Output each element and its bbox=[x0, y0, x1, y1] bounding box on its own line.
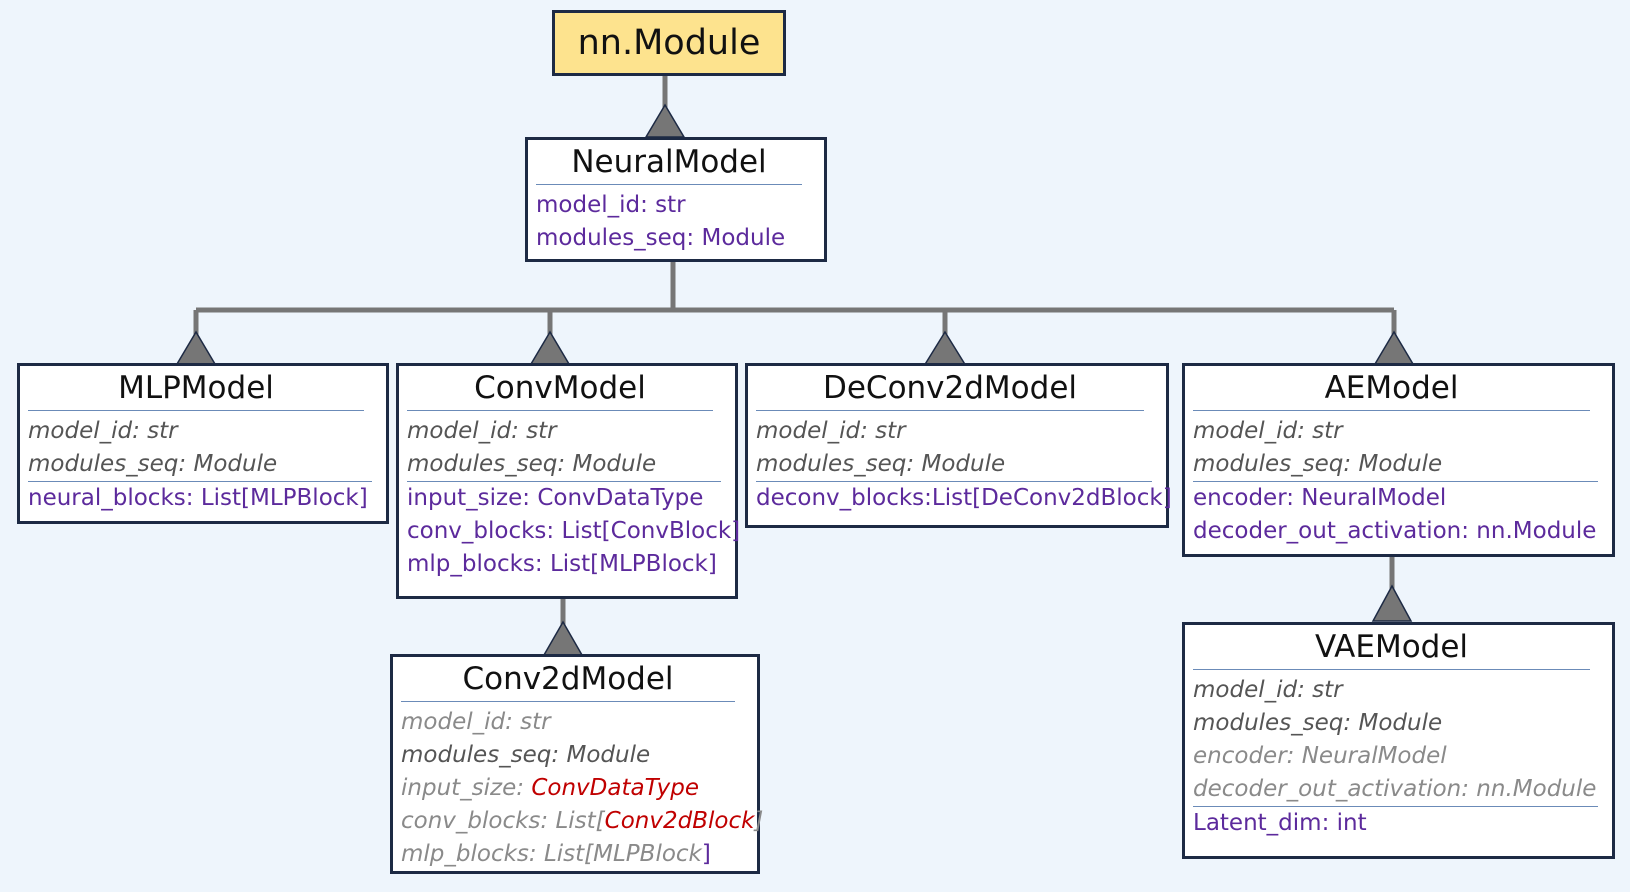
class-name: AEModel bbox=[1193, 366, 1590, 411]
field-conv-blocks: conv_blocks: List[Conv2dBlock] bbox=[393, 805, 763, 838]
class-name: DeConv2dModel bbox=[756, 366, 1144, 411]
overridden-type: Conv2dBlock bbox=[604, 808, 755, 834]
inheritance-arrow-icon bbox=[175, 330, 217, 365]
class-name: Conv2dModel bbox=[401, 657, 735, 702]
field-model-id: model_id: str bbox=[28, 418, 178, 444]
inheritance-arrow-icon bbox=[922, 330, 968, 367]
inheritance-arrow-icon bbox=[1373, 330, 1415, 365]
class-nn-module: nn.Module bbox=[552, 10, 786, 76]
inheritance-arrow-icon bbox=[542, 620, 584, 656]
field-modules-seq: modules_seq: Module bbox=[1193, 710, 1443, 736]
class-vae-model: VAEModel model_id: str modules_seq: Modu… bbox=[1182, 622, 1615, 859]
field-deconv-blocks: deconv_blocks:List[DeConv2dBlock] bbox=[756, 485, 1172, 511]
field-model-id: model_id: str bbox=[536, 192, 686, 218]
class-conv-model: ConvModel model_id: str modules_seq: Mod… bbox=[396, 363, 741, 599]
field-model-id: model_id: str bbox=[756, 418, 906, 444]
field-prefix: input_size: bbox=[401, 775, 532, 801]
field-mlp-blocks: mlp_blocks: List[MLPBlock] bbox=[393, 838, 757, 871]
field-input-size: input_size: ConvDataType bbox=[407, 485, 704, 511]
field-separator bbox=[1193, 806, 1598, 807]
field-decoder-out-activation: decoder_out_activation: nn.Module bbox=[1193, 776, 1597, 802]
class-neural-model: NeuralModel model_id: str modules_seq: M… bbox=[525, 137, 827, 262]
field-model-id: model_id: str bbox=[407, 418, 557, 444]
field-modules-seq: modules_seq: Module bbox=[1193, 451, 1443, 477]
field-encoder: encoder: NeuralModel bbox=[1193, 485, 1447, 511]
field-model-id: model_id: str bbox=[1193, 677, 1343, 703]
inheritance-arrow-icon bbox=[529, 330, 571, 365]
field-prefix: mlp_blocks: List[MLPBlock bbox=[401, 841, 702, 867]
class-deconv2d-model: DeConv2dModel model_id: str modules_seq:… bbox=[745, 363, 1172, 528]
field-modules-seq: modules_seq: Module bbox=[401, 742, 651, 768]
field-input-size: input_size: ConvDataType bbox=[393, 772, 757, 805]
class-name: VAEModel bbox=[1193, 625, 1590, 670]
class-name: ConvModel bbox=[407, 366, 713, 411]
field-separator bbox=[28, 481, 372, 482]
field-neural-blocks: neural_blocks: List[MLPBlock] bbox=[28, 485, 368, 511]
class-conv2d-model: Conv2dModel model_id: str modules_seq: M… bbox=[390, 654, 763, 874]
class-name: nn.Module bbox=[577, 23, 761, 63]
field-latent-dim: Latent_dim: int bbox=[1193, 810, 1367, 836]
field-modules-seq: modules_seq: Module bbox=[28, 451, 278, 477]
overridden-type: ConvDataType bbox=[531, 775, 699, 801]
field-separator bbox=[1193, 481, 1598, 482]
field-mlp-blocks: mlp_blocks: List[MLPBlock] bbox=[407, 551, 717, 577]
field-prefix: conv_blocks: List[ bbox=[401, 808, 605, 834]
inheritance-arrow-icon bbox=[644, 103, 686, 138]
class-name: NeuralModel bbox=[536, 140, 802, 185]
field-modules-seq: modules_seq: Module bbox=[536, 225, 786, 251]
field-conv-blocks: conv_blocks: List[ConvBlock] bbox=[407, 518, 741, 544]
class-ae-model: AEModel model_id: str modules_seq: Modul… bbox=[1182, 363, 1615, 557]
class-mlp-model: MLPModel model_id: str modules_seq: Modu… bbox=[17, 363, 389, 524]
class-name: MLPModel bbox=[28, 366, 364, 411]
field-separator bbox=[756, 481, 1152, 482]
inheritance-arrow-icon bbox=[1371, 584, 1413, 622]
field-model-id: model_id: str bbox=[1193, 418, 1343, 444]
field-modules-seq: modules_seq: Module bbox=[407, 451, 657, 477]
field-encoder: encoder: NeuralModel bbox=[1193, 743, 1447, 769]
field-decoder-out-activation: decoder_out_activation: nn.Module bbox=[1193, 518, 1597, 544]
field-suffix: ] bbox=[701, 841, 711, 867]
field-suffix: ] bbox=[754, 808, 764, 834]
field-separator bbox=[407, 481, 721, 482]
field-model-id: model_id: str bbox=[401, 709, 551, 735]
field-modules-seq: modules_seq: Module bbox=[756, 451, 1006, 477]
